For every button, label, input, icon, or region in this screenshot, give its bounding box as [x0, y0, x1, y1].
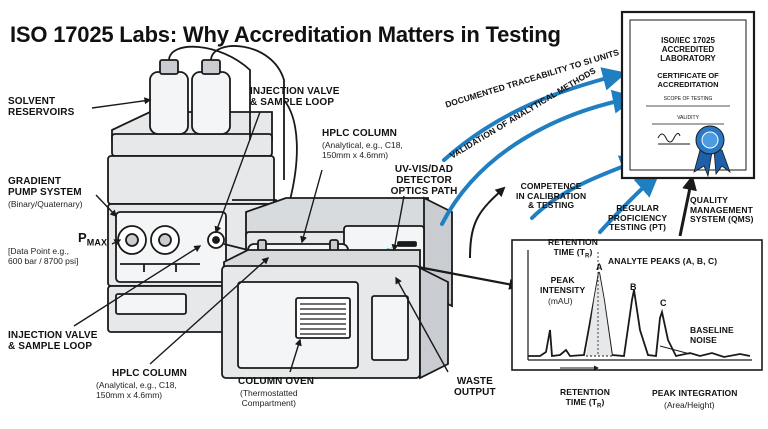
peak-label-c: C	[660, 298, 667, 308]
label-hplc-column-bottom-sub: (Analytical, e.g., C18,150mm x 4.6mm)	[96, 380, 177, 400]
certificate-heading: ISO/IEC 17025 ACCREDITED LABORATORY	[660, 36, 716, 63]
chromatogram-panel	[511, 239, 763, 371]
label-hplc-column-top-sub: (Analytical, e.g., C18,150mm x 4.6mm)	[322, 140, 403, 160]
label-gradient-pump-sub: (Binary/Quaternary)	[8, 199, 83, 209]
label-pmax: Pmax	[78, 230, 108, 248]
page-title: ISO 17025 Labs: Why Accreditation Matter…	[10, 22, 561, 47]
certificate-seal	[693, 125, 731, 178]
accreditation-arrows	[440, 67, 660, 234]
certificate-validity: VALIDITY	[677, 115, 699, 121]
qms-arrow	[678, 175, 697, 237]
label-pmax-note: [Data Point e.g.,600 bar / 8700 psi]	[8, 246, 79, 266]
label-analyte-peaks: ANALYTE PEAKS (A, B, C)	[608, 256, 718, 266]
certificate-scope: SCOPE OF TESTING	[663, 96, 713, 102]
peak-label-b: B	[630, 282, 637, 292]
certificate-subheading: CERTIFICATE OF ACCREDITATION	[657, 71, 719, 89]
solvent-bottles	[149, 45, 298, 201]
peak-label-a: A	[596, 262, 603, 272]
label-retention-time-top: RETENTION TIME (tR)	[548, 237, 599, 260]
label-peak-intensity-unit: (mAU)	[548, 296, 573, 306]
label-retention-time-bottom: RETENTION TIME (tR)	[560, 387, 611, 410]
label-column-oven: COLUMN OVEN	[238, 376, 315, 387]
label-injection-valve-top: INJECTION VALVE& SAMPLE LOOP	[250, 86, 340, 108]
column-oven	[221, 249, 449, 380]
label-peak-integration: PEAK INTEGRATION	[652, 388, 738, 398]
label-injection-valve-bottom: INJECTION VALVE& SAMPLE LOOP	[8, 330, 98, 352]
label-peak-integration-sub: (Area/Height)	[664, 400, 715, 410]
label-hplc-column-bottom: HPLC COLUMN	[112, 368, 187, 379]
label-hplc-column-top: HPLC COLUMN	[322, 128, 397, 139]
chromatogram-trace	[528, 271, 751, 358]
competence-arrow	[469, 186, 506, 259]
certificate-frame	[620, 10, 756, 180]
pump-heads	[117, 225, 225, 272]
leader-lines	[73, 97, 449, 373]
